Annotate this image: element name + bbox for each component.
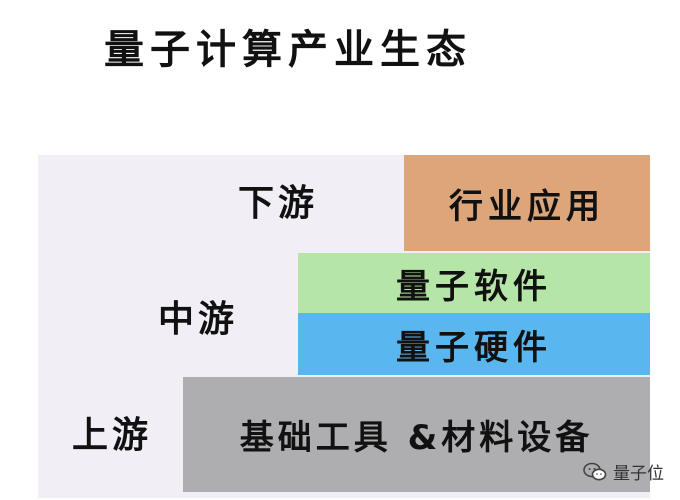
- quantum-hardware-block: 量子硬件: [298, 313, 650, 375]
- quantum-hardware-label: 量子硬件: [396, 327, 552, 368]
- tools-materials-block: 基础工具 &材料设备: [183, 377, 650, 492]
- page-title: 量子计算产业生态: [104, 27, 472, 73]
- quantum-software-label: 量子软件: [396, 266, 552, 307]
- watermark: 量子位: [583, 459, 664, 484]
- industry-applications-label: 行业应用: [449, 186, 605, 227]
- upstream-label: 上游: [72, 415, 153, 456]
- downstream-label: 下游: [238, 183, 319, 224]
- tools-materials-label: 基础工具 &材料设备: [239, 418, 594, 458]
- industry-applications-block: 行业应用: [404, 155, 650, 251]
- watermark-text: 量子位: [613, 464, 664, 484]
- quantum-software-block: 量子软件: [298, 253, 650, 313]
- wechat-icon: [583, 462, 607, 480]
- midstream-label: 中游: [158, 299, 239, 340]
